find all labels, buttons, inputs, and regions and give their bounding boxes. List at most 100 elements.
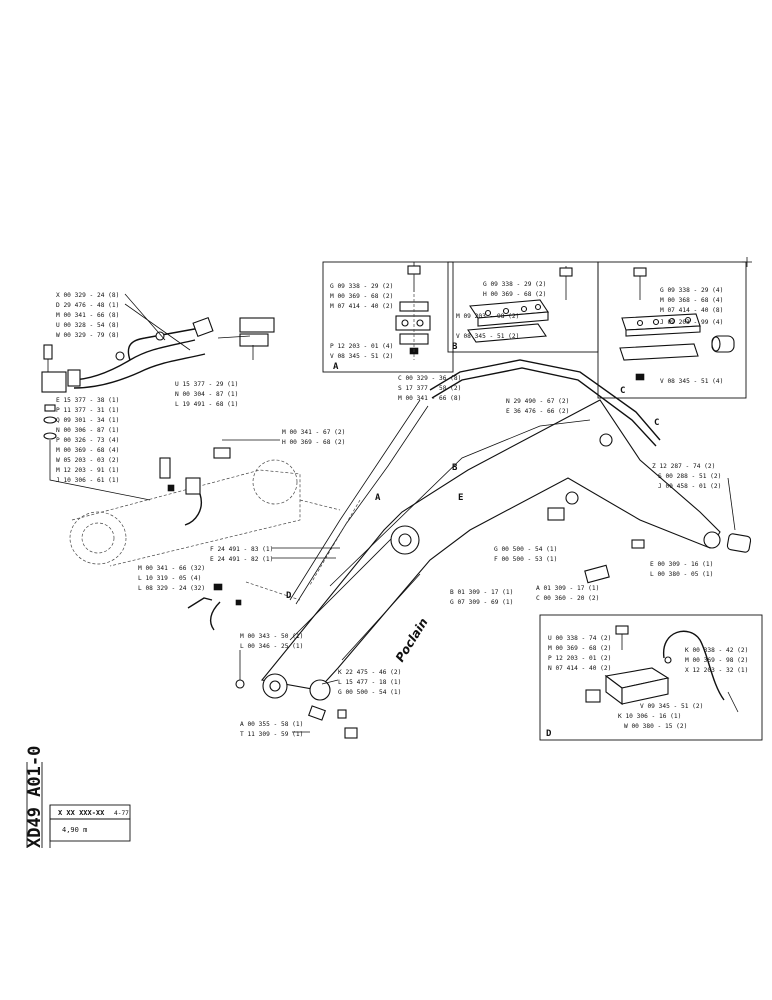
part-label: X 00 329 - 24 (8) [56, 292, 119, 299]
part-label: U 00 338 - 74 (2) [548, 635, 611, 642]
part-label: V 08 345 - 51 (2) [330, 353, 393, 360]
part-label: M 00 343 - 50 (1) [240, 633, 303, 640]
left-lower-labels: M 00 341 - 66 (32) L 10 319 - 05 (4) L 0… [138, 565, 242, 609]
callout-e: E [458, 493, 463, 503]
callout-letters: A B C D E [286, 418, 659, 601]
part-label: M 00 341 - 66 (8) [56, 312, 119, 319]
part-label: K 22 475 - 46 (2) [338, 669, 401, 676]
arm-length: 4,90 m [62, 826, 87, 834]
part-label: L 08 329 - 24 (32) [138, 585, 205, 592]
part-label: M 07 414 - 40 (2) [330, 303, 393, 310]
part-label: G 00 500 - 54 (1) [338, 689, 401, 696]
part-label: X 12 203 - 32 (1) [685, 667, 748, 674]
part-label: K 10 306 - 16 (1) [618, 713, 681, 720]
part-label: W 00 329 - 79 (8) [56, 332, 119, 339]
part-label: B 01 309 - 17 (1) [450, 589, 513, 596]
part-label: L 00 380 - 05 (1) [650, 571, 713, 578]
part-label: C 00 329 - 36 (8) [398, 375, 461, 382]
pipe-assembly-top-left [41, 316, 275, 440]
part-label: M 00 341 - 66 (32) [138, 565, 205, 572]
left-mid-labels: E 15 377 - 38 (1) P 11 377 - 31 (1) Q 09… [56, 397, 119, 484]
part-label: E 00 309 - 16 (1) [650, 561, 713, 568]
part-label: V 09 345 - 51 (2) [640, 703, 703, 710]
part-label: E 15 377 - 38 (1) [56, 397, 119, 404]
part-label: M 00 369 - 68 (2) [330, 293, 393, 300]
clamp-stack-c [619, 267, 735, 381]
part-label: N 29 490 - 67 (2) [506, 398, 569, 405]
part-label: L 10 319 - 05 (4) [138, 575, 201, 582]
part-label: E 24 491 - 82 (1) [210, 556, 273, 563]
callout-b: B [452, 463, 458, 473]
part-label: H 00 369 - 68 (2) [282, 439, 345, 446]
callout-c: C [654, 418, 659, 428]
clamp-stack-b [467, 266, 573, 343]
box-c-labels: G 09 338 - 29 (4) M 00 368 - 68 (4) M 07… [660, 287, 723, 385]
part-label: F 24 491 - 83 (1) [210, 546, 273, 553]
part-label: M 12 203 - 91 (1) [56, 467, 119, 474]
part-label: M 00 341 - 66 (8) [398, 395, 461, 402]
part-label: M 09 203 - 98 (2) [456, 313, 519, 320]
box-d-labels: U 00 338 - 74 (2) M 00 369 - 68 (2) P 12… [548, 635, 748, 730]
part-label: P 11 377 - 31 (1) [56, 407, 119, 414]
part-label: V 08 345 - 51 (2) [456, 333, 519, 340]
part-label: L 00 346 - 25 (1) [240, 643, 303, 650]
part-label: G 09 338 - 29 (4) [660, 287, 723, 294]
hose-clamp-labels: M 00 341 - 67 (2) H 00 369 - 68 (2) [222, 429, 345, 446]
detail-tag-d: D [546, 729, 552, 739]
boom-arm: Poclain [209, 359, 752, 701]
part-label: C 00 360 - 20 (2) [536, 595, 599, 602]
part-label: P 12 203 - 01 (2) [548, 655, 611, 662]
part-label: G 07 309 - 69 (1) [450, 599, 513, 606]
document-date: 4-77 [114, 810, 129, 817]
callout-a: A [375, 493, 381, 503]
right-end-labels: Z 12 287 - 74 (2) S 00 288 - 51 (2) J 00… [650, 463, 736, 578]
title-block: XD49 A01-0 X XX XXX-XX 4-77 4,90 m [25, 746, 131, 848]
document-code: XD49 A01-0 [25, 746, 45, 848]
reference-code: X XX XXX-XX [58, 809, 105, 817]
part-label: D 29 476 - 48 (1) [56, 302, 119, 309]
part-label: N 00 306 - 87 (1) [56, 427, 119, 434]
part-label: U 15 377 - 29 (1) [175, 381, 238, 388]
part-label: V 08 345 - 51 (4) [660, 378, 723, 385]
part-label: P 00 326 - 73 (4) [56, 437, 119, 444]
clamp-stack-a [395, 262, 431, 360]
detail-tag-c: C [620, 386, 625, 396]
callout-d: D [286, 591, 292, 601]
detail-tag-b: B [452, 342, 458, 352]
part-label: P 12 203 - 01 (4) [330, 343, 393, 350]
mid-labels: F 24 491 - 83 (1) E 24 491 - 82 (1) [210, 546, 340, 563]
part-label: M 00 341 - 67 (2) [282, 429, 345, 436]
box-b-labels: G 09 338 - 29 (2) H 00 369 - 68 (2) M 09… [456, 281, 546, 340]
part-label: J 10 306 - 61 (1) [56, 477, 119, 484]
part-label: W 00 380 - 15 (2) [624, 723, 687, 730]
part-label: J 00 458 - 01 (2) [658, 483, 721, 490]
part-label: Z 12 287 - 74 (2) [652, 463, 715, 470]
part-label: K 00 338 - 42 (2) [685, 647, 748, 654]
brand-logo: Poclain [393, 616, 431, 665]
lower-mid-labels: M 00 343 - 50 (1) L 00 346 - 25 (1) [235, 633, 303, 689]
part-label: S 17 377 - 58 (2) [398, 385, 461, 392]
part-label: M 00 368 - 68 (4) [660, 297, 723, 304]
part-label: H 00 369 - 68 (2) [483, 291, 546, 298]
part-label: A 00 355 - 58 (1) [240, 721, 303, 728]
detail-box-d: D [539, 614, 763, 741]
part-label: G 00 500 - 54 (1) [494, 546, 557, 553]
bottom-left-labels: A 00 355 - 58 (1) T 11 309 - 59 (1) [240, 721, 310, 738]
part-label: F 00 500 - 53 (1) [494, 556, 557, 563]
fitting-labels: U 15 377 - 29 (1) N 00 304 - 87 (1) L 19… [175, 381, 238, 408]
part-label: N 07 414 - 40 (2) [548, 665, 611, 672]
detail-tag-a: A [333, 362, 339, 372]
top-left-labels: X 00 329 - 24 (8) D 29 476 - 48 (1) M 00… [56, 292, 191, 351]
part-label: S 00 288 - 51 (2) [658, 473, 721, 480]
part-label: N 00 304 - 87 (1) [175, 391, 238, 398]
part-label: M 00 369 - 98 (2) [685, 657, 748, 664]
valve-block-d [585, 625, 739, 713]
part-label: Q 09 301 - 34 (1) [56, 417, 119, 424]
part-label: W 05 203 - 03 (2) [56, 457, 119, 464]
part-label: E 36 476 - 66 (2) [506, 408, 569, 415]
part-label: M 07 414 - 40 (8) [660, 307, 723, 314]
part-label: G 09 338 - 29 (2) [483, 281, 546, 288]
part-label: A 01 309 - 17 (1) [536, 585, 599, 592]
detail-box-c: C [597, 261, 747, 399]
